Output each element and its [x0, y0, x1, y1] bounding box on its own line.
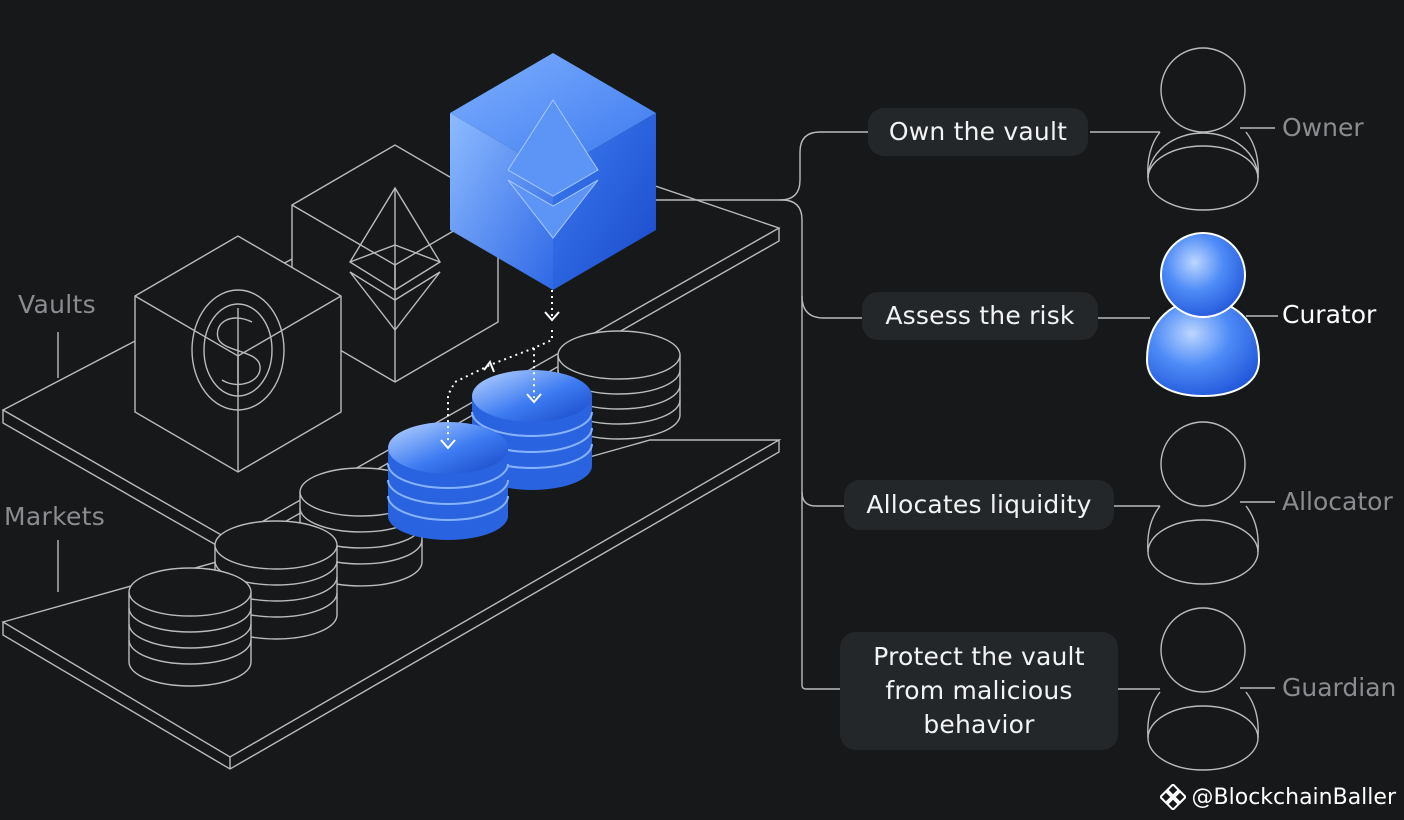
guardian-action-line-3: behavior	[923, 710, 1035, 739]
owner-person-icon	[1147, 47, 1259, 211]
action-pill-curator: Assess the risk	[862, 292, 1098, 340]
market-coins-blue	[387, 370, 593, 540]
allocator-person-icon	[1147, 421, 1259, 585]
usdc-outline-icon	[191, 289, 285, 411]
action-pill-guardian: Protect the vault from malicious behavio…	[840, 632, 1118, 750]
eth-vault-cube	[291, 144, 499, 383]
coin-stack-front	[128, 567, 252, 687]
binance-logo-icon	[1159, 784, 1186, 810]
blue-eth-vault-cube	[450, 53, 656, 290]
guardian-person-icon	[1147, 607, 1259, 771]
curator-person-icon	[1145, 232, 1261, 398]
usdc-vault-cube	[134, 235, 342, 473]
vaults-label: Vaults	[18, 290, 96, 319]
guardian-action-line-1: Protect the vault	[873, 642, 1085, 671]
markets-label: Markets	[4, 502, 106, 531]
action-pill-allocator: Allocates liquidity	[844, 480, 1114, 530]
eth-outline-icon	[349, 186, 441, 332]
connector-lines	[656, 127, 1278, 690]
guardian-action-line-2: from malicious	[885, 676, 1073, 705]
allocation-arrows	[440, 290, 560, 450]
role-label-curator: Curator	[1282, 300, 1377, 329]
action-pill-owner: Own the vault	[868, 108, 1088, 156]
role-label-guardian: Guardian	[1282, 673, 1397, 702]
watermark-text: @BlockchainBaller	[1191, 784, 1396, 810]
role-label-owner: Owner	[1282, 113, 1364, 142]
watermark: @BlockchainBaller	[1159, 784, 1396, 810]
role-label-allocator: Allocator	[1282, 487, 1393, 516]
blue-eth-icon	[507, 99, 599, 239]
